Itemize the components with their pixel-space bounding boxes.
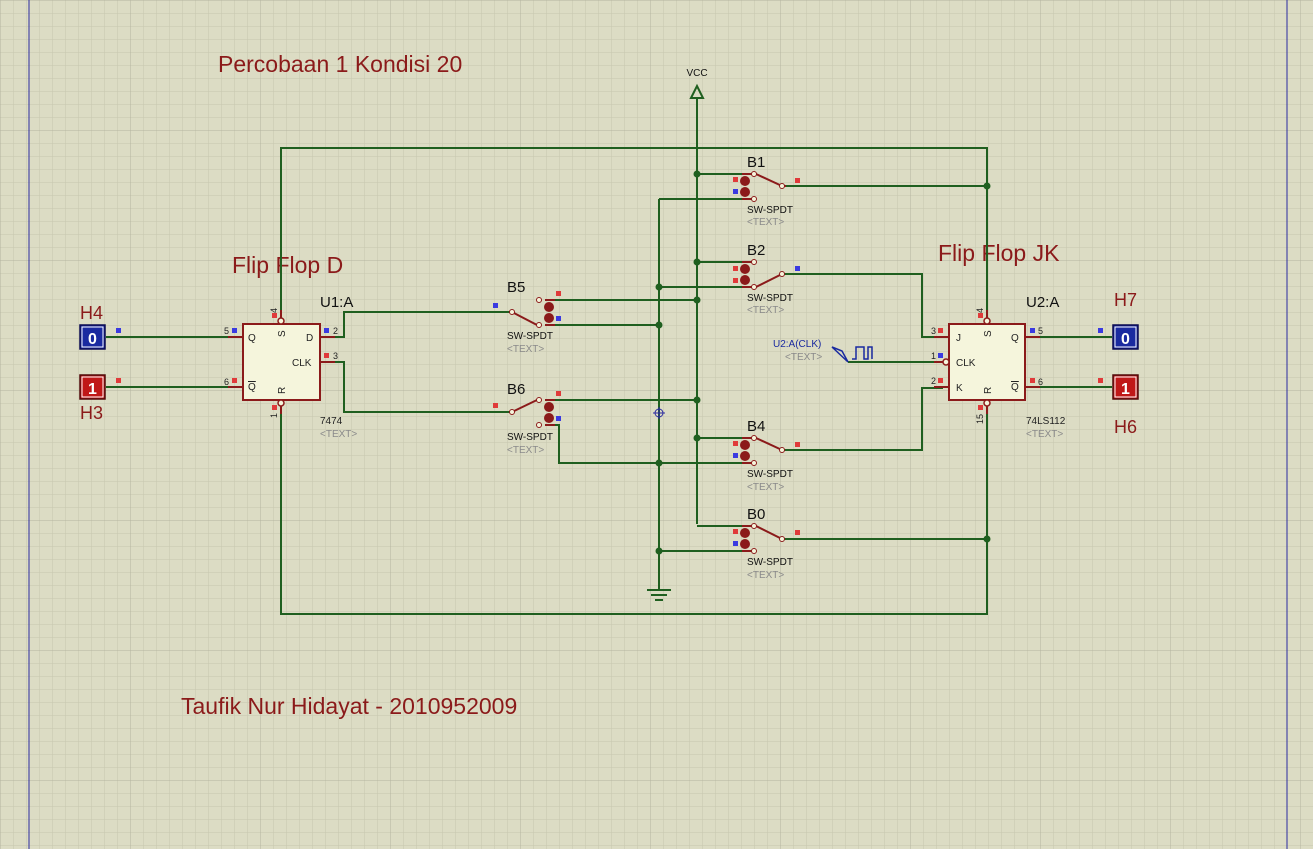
chip-u1[interactable]: Q Q D CLK S R 5 6 2 3 4 1 U1:A 7474 <TEX… — [224, 294, 357, 440]
u1-pin-s: S — [277, 330, 288, 337]
u2-pinnum-q: 5 — [1038, 326, 1043, 336]
flipflop-d-title: Flip Flop D — [232, 252, 343, 278]
u2-pin-r: R — [983, 387, 994, 394]
u2-pinnum-qbar: 6 — [1038, 377, 1043, 387]
u2-pin-j: J — [956, 333, 961, 344]
u2-pin-qbar: Q — [1011, 382, 1019, 393]
u1-ref: U1:A — [320, 294, 353, 311]
u1-text-placeholder: <TEXT> — [320, 429, 357, 440]
probe-h3[interactable]: 1 H3 — [79, 374, 121, 423]
h7-value: 0 — [1121, 331, 1130, 348]
u1-pinnum-clk: 3 — [333, 351, 338, 361]
h4-ref: H4 — [80, 303, 103, 323]
u1-pin-d: D — [306, 333, 313, 344]
h3-value: 1 — [88, 381, 97, 398]
b4-text: <TEXT> — [747, 482, 784, 493]
b4-ref: B4 — [747, 418, 765, 435]
u2-pin-clk: CLK — [956, 358, 976, 369]
junctions — [655, 170, 991, 555]
h6-value: 1 — [1121, 381, 1130, 398]
probe-h4[interactable]: 0 H4 — [79, 303, 121, 350]
wires[interactable] — [106, 98, 1112, 615]
probe-h7[interactable]: 0 H7 — [1098, 290, 1139, 350]
b4-type: SW-SPDT — [747, 469, 793, 480]
switch-b0[interactable]: B0 SW-SPDT <TEXT> — [733, 506, 800, 581]
b2-ref: B2 — [747, 242, 765, 259]
vcc-label: VCC — [686, 68, 707, 79]
switch-b5[interactable]: B5 SW-SPDT <TEXT> — [493, 279, 561, 355]
u2-pin-q: Q — [1011, 333, 1019, 344]
h3-ref: H3 — [80, 403, 103, 423]
u2-pinnum-k: 2 — [931, 376, 936, 386]
switch-b1[interactable]: B1 SW-SPDT <TEXT> — [733, 154, 800, 228]
u1-pinnum-s: 4 — [269, 308, 279, 313]
b0-type: SW-SPDT — [747, 557, 793, 568]
u1-pin-r: R — [277, 387, 288, 394]
clock-arrow-icon — [831, 346, 849, 363]
b2-type: SW-SPDT — [747, 293, 793, 304]
clock-text: <TEXT> — [785, 352, 822, 363]
b0-ref: B0 — [747, 506, 765, 523]
switch-b6[interactable]: B6 SW-SPDT <TEXT> — [493, 381, 561, 456]
u1-pin-q: Q — [248, 333, 256, 344]
u2-ref: U2:A — [1026, 294, 1059, 311]
h6-ref: H6 — [1114, 417, 1137, 437]
vcc-terminal[interactable]: VCC — [686, 68, 708, 99]
u1-pinnum-q: 5 — [224, 326, 229, 336]
b1-type: SW-SPDT — [747, 205, 793, 216]
origin-marker — [653, 407, 665, 419]
chip-u2[interactable]: J CLK K Q Q S R 3 1 2 5 6 4 15 U2:A 74LS… — [931, 294, 1066, 440]
u2-pinnum-clk: 1 — [931, 351, 936, 361]
ground-symbol[interactable] — [647, 589, 671, 601]
probe-h6[interactable]: 1 H6 — [1098, 374, 1139, 437]
h4-value: 0 — [88, 331, 97, 348]
clock-wave-icon — [852, 346, 873, 360]
h7-ref: H7 — [1114, 290, 1137, 310]
u1-pin-clk: CLK — [292, 358, 312, 369]
u1-pinnum-qbar: 6 — [224, 377, 229, 387]
b6-type: SW-SPDT — [507, 432, 553, 443]
author-label: Taufik Nur Hidayat - 2010952009 — [181, 693, 517, 719]
switch-b4[interactable]: B4 SW-SPDT <TEXT> — [733, 418, 800, 493]
u2-text-placeholder: <TEXT> — [1026, 429, 1063, 440]
u2-pin-k: K — [956, 383, 963, 394]
b1-ref: B1 — [747, 154, 765, 171]
clock-generator[interactable]: U2:A(CLK) <TEXT> — [773, 339, 873, 363]
switch-b2[interactable]: B2 SW-SPDT <TEXT> — [733, 242, 800, 316]
experiment-title: Percobaan 1 Kondisi 20 — [218, 51, 462, 77]
b6-ref: B6 — [507, 381, 525, 398]
flipflop-jk-title: Flip Flop JK — [938, 240, 1060, 266]
u1-part: 7474 — [320, 416, 343, 427]
u1-pin-qbar: Q — [248, 382, 256, 393]
u1-pinnum-r: 1 — [269, 413, 279, 418]
b1-text: <TEXT> — [747, 217, 784, 228]
u2-pin-s: S — [983, 330, 994, 337]
u2-pinnum-j: 3 — [931, 326, 936, 336]
b5-type: SW-SPDT — [507, 331, 553, 342]
b5-ref: B5 — [507, 279, 525, 296]
b5-text: <TEXT> — [507, 344, 544, 355]
u2-pinnum-r: 15 — [975, 414, 985, 424]
clock-label: U2:A(CLK) — [773, 339, 821, 350]
u2-pinnum-s: 4 — [975, 308, 985, 313]
b6-text: <TEXT> — [507, 445, 544, 456]
u2-part: 74LS112 — [1026, 416, 1066, 427]
b2-text: <TEXT> — [747, 305, 784, 316]
b0-text: <TEXT> — [747, 570, 784, 581]
u1-pinnum-d: 2 — [333, 326, 338, 336]
